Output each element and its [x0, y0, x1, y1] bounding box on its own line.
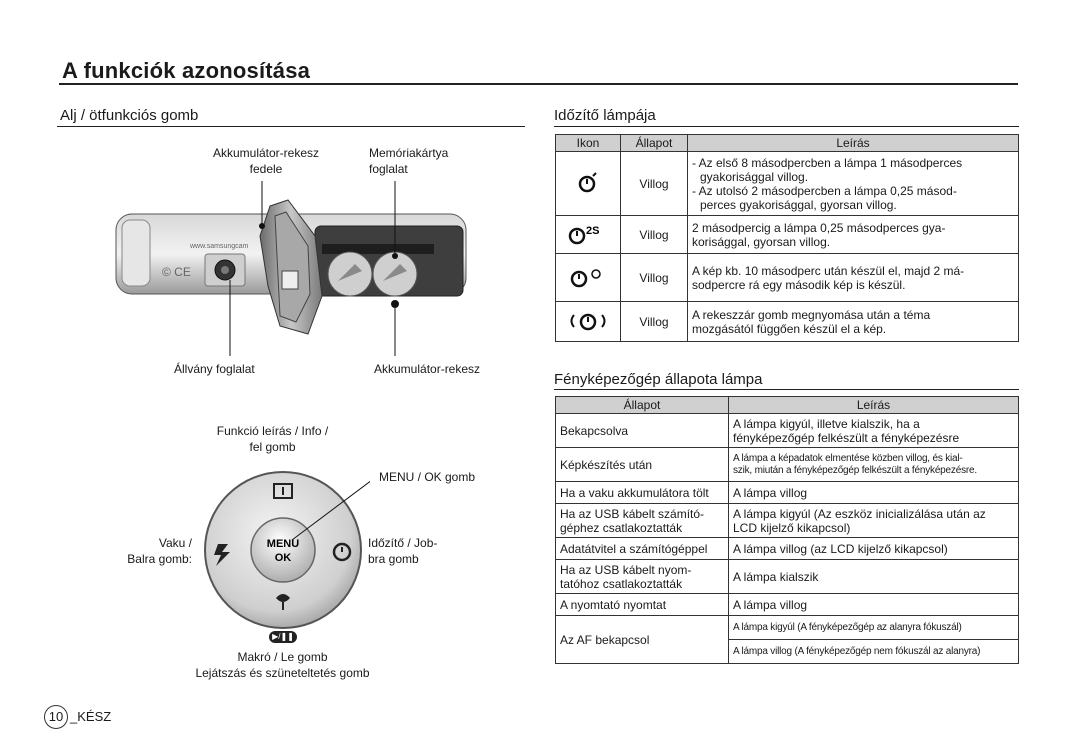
- state-cell: Villog: [620, 215, 688, 254]
- timer-lamp-title: Időzítő lámpája: [554, 107, 656, 124]
- title-divider: [59, 83, 1018, 85]
- flash-left-label: Vaku / Balra gomb:: [127, 536, 192, 566]
- function-info-up-label: Funkció leírás / Info / fel gomb: [216, 424, 329, 454]
- table-row: Ha az USB kábelt nyom- tatóhoz csatlakoz…: [555, 559, 1019, 594]
- description-cell: A lámpa villog: [728, 593, 1019, 616]
- description-cell: A kép kb. 10 másodperc után készül el, m…: [687, 253, 1019, 302]
- brand-text: www.samsungcam: [189, 243, 249, 250]
- table-header: Ikon: [555, 134, 621, 152]
- page-number: 10: [44, 705, 68, 729]
- state-cell: Adatátvitel a számítógéppel: [555, 537, 729, 560]
- table-row: Villog A kép kb. 10 másodperc után készü…: [555, 253, 1019, 302]
- state-cell: Ha az USB kábelt nyom- tatóhoz csatlakoz…: [555, 559, 729, 594]
- camera-lamp-table: Állapot Leírás Bekapcsolva A lámpa kigyú…: [555, 396, 1019, 664]
- state-cell: A nyomtató nyomtat: [555, 593, 729, 616]
- table-row: Adatátvitel a számítógéppel A lámpa vill…: [555, 537, 1019, 560]
- table-header: Állapot: [620, 134, 688, 152]
- page-title: A funkciók azonosítása: [62, 58, 311, 83]
- table-row: Az AF bekapcsol A lámpa kigyúl (A fényké…: [555, 615, 1019, 664]
- table-row: Ha az USB kábelt számító- géphez csatlak…: [555, 503, 1019, 538]
- state-cell: Villog: [620, 151, 688, 216]
- table-header-row: Állapot Leírás: [555, 396, 1019, 414]
- flash-icon: [214, 544, 230, 566]
- description-cell: A lámpa villog: [728, 481, 1019, 504]
- play-pause-icon: ▶/❚❚: [269, 631, 297, 643]
- table-header-row: Ikon Állapot Leírás: [555, 134, 1019, 152]
- tripod-socket-label: Állvány foglalat: [174, 362, 255, 376]
- battery-chamber-label: Akkumulátor-rekesz: [374, 362, 481, 376]
- macro-playback-label: Makró / Le gomb Lejátszás és szüneteltet…: [195, 650, 370, 680]
- camera-lamp-title: Fényképezőgép állapota lámpa: [554, 371, 763, 388]
- macro-icon: [276, 594, 290, 610]
- description-cell: A lámpa villog (A fényképezőgép nem fóku…: [728, 639, 1019, 664]
- timer-lamp-divider: [554, 126, 1019, 127]
- camera-bottom-illustration: www.samsungcam © CE: [115, 181, 467, 356]
- camera-lamp-divider: [554, 389, 1019, 390]
- display-icon: [273, 483, 293, 499]
- description-cell: A lámpa kigyúl, illetve kialszik, ha a f…: [728, 413, 1019, 448]
- description-cell: A lámpa kialszik: [728, 559, 1019, 594]
- state-cell: Ha a vaku akkumulátora tölt: [555, 481, 729, 504]
- table-header: Leírás: [687, 134, 1019, 152]
- five-function-dial: MENU OK: [204, 471, 370, 629]
- motion-timer-icon: [555, 301, 621, 342]
- description-cell: A lámpa villog (az LCD kijelző kikapcsol…: [728, 537, 1019, 560]
- table-row: Bekapcsolva A lámpa kigyúl, illetve kial…: [555, 413, 1019, 448]
- self-timer-2s-icon: 2S: [555, 215, 621, 254]
- description-cell: A lámpa kigyúl (Az eszköz inicializálása…: [728, 503, 1019, 538]
- description-cell: A lámpa a képadatok elmentése közben vil…: [728, 447, 1019, 482]
- table-row: 2S Villog 2 másodpercig a lámpa 0,25 más…: [555, 215, 1019, 254]
- table-row: Villog - Az első 8 másodpercben a lámpa …: [555, 151, 1019, 216]
- timer-right-label: Időzítő / Job- bra gomb: [368, 536, 438, 566]
- menu-button-label: MENU: [267, 538, 299, 550]
- table-header: Leírás: [728, 396, 1019, 414]
- timer-lamp-table: Ikon Állapot Leírás Villog - Az első 8 m…: [555, 134, 1019, 342]
- description-cell: - Az első 8 másodpercben a lámpa 1 másod…: [687, 151, 1019, 216]
- description-cell: A lámpa kigyúl (A fényképezőgép az alany…: [728, 615, 1019, 640]
- state-cell: Bekapcsolva: [555, 413, 729, 448]
- footer-section: _KÉSZ: [70, 709, 112, 724]
- svg-text:2S: 2S: [586, 225, 599, 237]
- description-cell: 2 másodpercig a lámpa 0,25 másodperces g…: [687, 215, 1019, 254]
- state-cell: Képkészítés után: [555, 447, 729, 482]
- state-cell: Az AF bekapcsol: [555, 615, 729, 664]
- bottom-section-title: Alj / ötfunkciós gomb: [60, 107, 199, 124]
- battery-cover-label: Akkumulátor-rekesz fedele: [212, 146, 320, 176]
- memory-card-slot-label: Memóriakártya foglalat: [369, 146, 449, 176]
- state-cell: Villog: [620, 301, 688, 342]
- state-cell: Villog: [620, 253, 688, 302]
- state-cell: Ha az USB kábelt számító- géphez csatlak…: [555, 503, 729, 538]
- description-cell: A rekeszzár gomb megnyomása után a téma …: [687, 301, 1019, 342]
- table-row: Ha a vaku akkumulátora tölt A lámpa vill…: [555, 481, 1019, 504]
- ok-button-label: OK: [275, 552, 292, 564]
- table-header: Állapot: [555, 396, 729, 414]
- self-timer-icon: [555, 151, 621, 216]
- svg-text:© CE: © CE: [162, 265, 191, 279]
- self-timer-icon: [332, 542, 352, 562]
- table-row: Villog A rekeszzár gomb megnyomása után …: [555, 301, 1019, 342]
- page-footer: 10_KÉSZ: [44, 705, 111, 729]
- menu-ok-label: MENU / OK gomb: [379, 470, 476, 484]
- double-timer-icon: [555, 253, 621, 302]
- table-row: A nyomtató nyomtat A lámpa villog: [555, 593, 1019, 616]
- left-section-divider: [57, 126, 525, 127]
- table-row: Képkészítés után A lámpa a képadatok elm…: [555, 447, 1019, 482]
- table-row: A lámpa villog (A fényképezőgép nem fóku…: [556, 639, 1019, 664]
